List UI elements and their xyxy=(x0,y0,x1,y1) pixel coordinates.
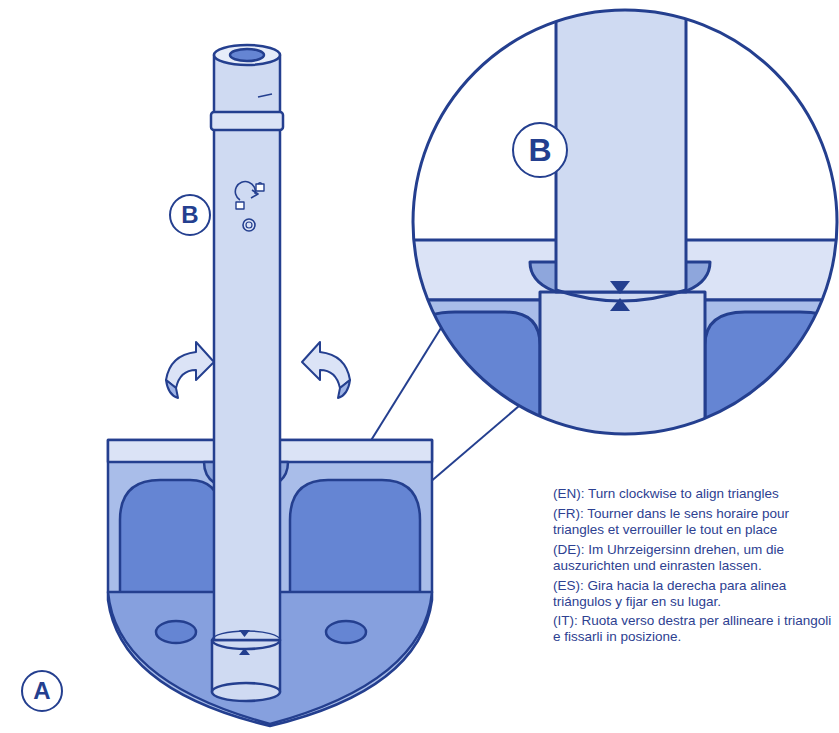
lock-icon xyxy=(256,184,264,191)
callout-letter: B xyxy=(528,134,551,166)
rotation-arrow xyxy=(166,380,178,398)
pole-mark xyxy=(258,94,272,97)
lock-icon xyxy=(258,183,262,184)
instruction-line: (EN): Turn clockwise to align triangles xyxy=(553,486,835,502)
alignment-triangle xyxy=(239,630,250,637)
rotation-arrows xyxy=(166,342,350,398)
instruction-text: (EN): Turn clockwise to align triangles (… xyxy=(553,486,835,649)
callout-letter: A xyxy=(33,679,50,703)
zoom-detail xyxy=(400,0,839,452)
collar-edge xyxy=(212,640,280,649)
zoom-pole xyxy=(556,0,686,292)
rotation-arrow xyxy=(302,342,350,388)
callout-letter: B xyxy=(181,203,198,227)
instruction-line: (FR): Tourner dans le sens horaire pour … xyxy=(553,506,835,538)
base-hole xyxy=(326,621,366,643)
instruction-line: (DE): Im Uhrzeigersinn drehen, um die au… xyxy=(553,542,835,574)
instruction-line: (IT): Ruota verso destra per allineare i… xyxy=(553,613,835,645)
rotation-arrow xyxy=(166,342,214,388)
alignment-triangle xyxy=(610,298,630,311)
pole-part xyxy=(211,45,283,649)
pole-top xyxy=(214,45,280,65)
alignment-triangle xyxy=(610,281,630,294)
pole-opening xyxy=(230,49,264,61)
collar-edge xyxy=(212,631,280,640)
callout-circle: A xyxy=(21,670,63,712)
rotation-arrow xyxy=(338,380,350,398)
base-hole xyxy=(156,621,196,643)
pole-ring xyxy=(211,112,283,130)
zoom-recess xyxy=(405,312,540,450)
pole-body xyxy=(214,55,280,640)
base-collar xyxy=(212,683,280,701)
callout-circle: B xyxy=(512,122,568,178)
base-recess xyxy=(120,480,222,600)
zoom-outline xyxy=(413,10,837,434)
callout-circle: B xyxy=(169,194,211,236)
rotate-icon xyxy=(236,202,244,209)
pole-button xyxy=(243,219,255,231)
base-recess xyxy=(290,480,420,600)
instruction-line: (ES): Gira hacia la derecha para alinea … xyxy=(553,578,835,610)
pole-button xyxy=(246,222,252,228)
zoom-recess xyxy=(705,312,839,450)
alignment-triangle xyxy=(239,648,250,655)
